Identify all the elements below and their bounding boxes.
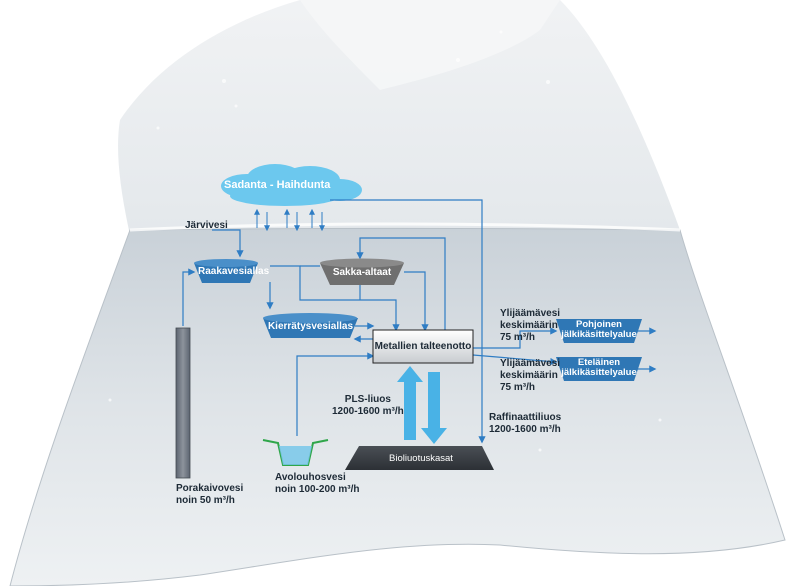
water-surface <box>129 222 681 232</box>
water-droplets <box>108 30 662 452</box>
cloud-label: Sadanta - Haihdunta <box>224 179 331 191</box>
pls-raffinaatti-arrows <box>397 366 447 444</box>
raakavesiallas-basin <box>194 263 258 283</box>
cloud-icon <box>221 164 362 206</box>
metallien-talteenotto-label: Metallien talteenotto <box>374 341 472 352</box>
raakavesiallas-label: Raakavesiallas <box>198 266 270 277</box>
bioliuotuskasat-heap <box>345 446 494 470</box>
bag-water <box>9 228 786 586</box>
sakka-altaat-basin <box>320 263 404 285</box>
precipitation-arrows <box>254 208 325 232</box>
bioliuotuskasat-label: Bioliuotuskasat <box>389 453 453 464</box>
pohjoinen-box <box>556 319 642 343</box>
kierratysvesiallas-label: Kierrätysvesiallas <box>267 321 354 332</box>
metallien-talteenotto-box <box>372 329 474 364</box>
avolouhos-pit-icon <box>262 439 329 466</box>
sakka-altaat-label: Sakka-altaat <box>332 267 392 278</box>
flow-lines <box>182 199 657 444</box>
etelainen-box <box>556 357 642 381</box>
bag-knot <box>300 0 560 90</box>
kierratysvesiallas-basin <box>263 318 358 338</box>
jarvivesi-label: Järvivesi <box>185 220 228 231</box>
borehole-pipe <box>175 327 191 479</box>
